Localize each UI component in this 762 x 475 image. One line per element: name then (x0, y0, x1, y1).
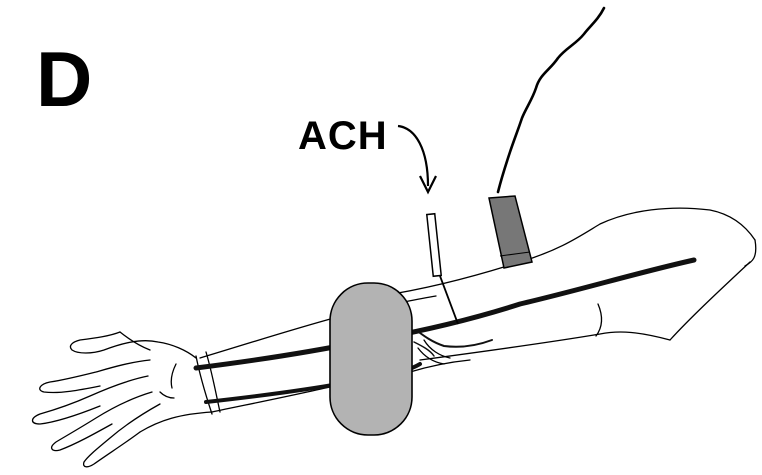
vessel-upper (196, 260, 694, 368)
probe-cable (498, 8, 604, 192)
doppler-probe-icon (489, 196, 532, 268)
pressure-cuff-icon (330, 283, 412, 435)
curved-arrow-icon (398, 126, 436, 192)
infusion-needle-icon (427, 214, 458, 324)
blood-vessels (196, 260, 694, 402)
